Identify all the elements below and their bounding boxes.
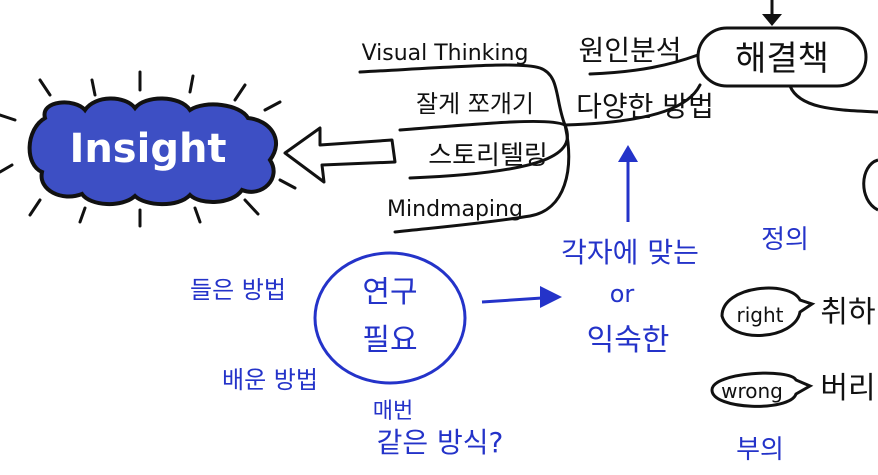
take-label: 취하: [820, 295, 875, 330]
arrow-right-shaft: [481, 296, 543, 304]
diverse-methods-label: 다양한 방법: [576, 90, 714, 123]
negation-label: 부의: [736, 435, 784, 465]
every-time-line1: 매번: [373, 399, 413, 424]
research-line1: 연구: [362, 275, 417, 310]
storytelling-label: 스토리텔링: [428, 141, 548, 171]
discard-label: 버리: [820, 371, 875, 406]
right-label: right: [737, 303, 784, 327]
insight-cloud: [27, 96, 278, 207]
learned-method-label: 배운 방법: [222, 366, 318, 394]
every-time-line2: 같은 방식?: [377, 426, 504, 459]
heard-method-label: 들은 방법: [190, 276, 286, 304]
fit-line3: 익숙한: [587, 323, 670, 358]
arrow-up-head: [618, 145, 638, 162]
arrow-into-solution-head: [762, 14, 782, 26]
fit-line1: 각자에 맞는: [561, 236, 699, 269]
wrong-bubble: [710, 371, 814, 408]
visual-thinking-label: Visual Thinking: [362, 41, 529, 66]
offscreen-node-edge: [862, 158, 878, 212]
fit-line2: or: [610, 280, 635, 308]
solution-node: [696, 26, 868, 88]
insight-burst: [0, 70, 297, 228]
insight-label: Insight: [69, 126, 226, 172]
cause-analysis-label: 원인분석: [578, 34, 681, 67]
arrow-to-insight: [283, 126, 397, 184]
wrong-label: wrong: [721, 379, 783, 403]
arrow-right-head: [540, 286, 562, 308]
research-circle: [313, 251, 467, 385]
break-down-label: 잘게 쪼개기: [416, 90, 534, 118]
research-line2: 필요: [362, 323, 417, 358]
definition-label: 정의: [761, 225, 809, 255]
branch-lines: [358, 53, 878, 234]
mindmapping-label: Mindmaping: [387, 197, 523, 222]
right-bubble: [720, 286, 816, 337]
solution-label: 해결책: [735, 39, 829, 79]
